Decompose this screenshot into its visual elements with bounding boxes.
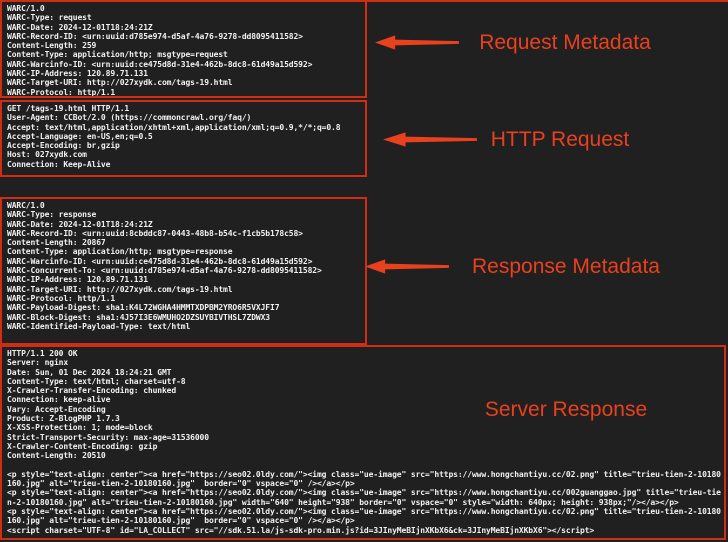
annotation-request-metadata: Request Metadata [479, 31, 651, 54]
response-metadata-section: WARC/1.0 WARC-Type: response WARC-Date: … [0, 197, 367, 345]
http-request-text: GET /tags-19.html HTTP/1.1 User-Agent: C… [7, 104, 341, 169]
server-response-section: HTTP/1.1 200 OK Server: nginx Date: Sun,… [0, 345, 726, 540]
response-metadata-text: WARC/1.0 WARC-Type: response WARC-Date: … [7, 201, 322, 331]
http-request-section: GET /tags-19.html HTTP/1.1 User-Agent: C… [0, 100, 367, 177]
server-response-text: HTTP/1.1 200 OK Server: nginx Date: Sun,… [7, 349, 721, 535]
left-arrow-icon [365, 259, 449, 274]
left-arrow-icon [375, 35, 459, 50]
left-arrow-icon [383, 132, 477, 147]
annotation-response-metadata: Response Metadata [472, 255, 660, 278]
annotation-server-response: Server Response [484, 398, 648, 421]
request-metadata-text: WARC/1.0 WARC-Type: request WARC-Date: 2… [7, 4, 313, 97]
request-metadata-section: WARC/1.0 WARC-Type: request WARC-Date: 2… [0, 0, 367, 98]
annotation-http-request: HTTP Request [490, 128, 630, 151]
